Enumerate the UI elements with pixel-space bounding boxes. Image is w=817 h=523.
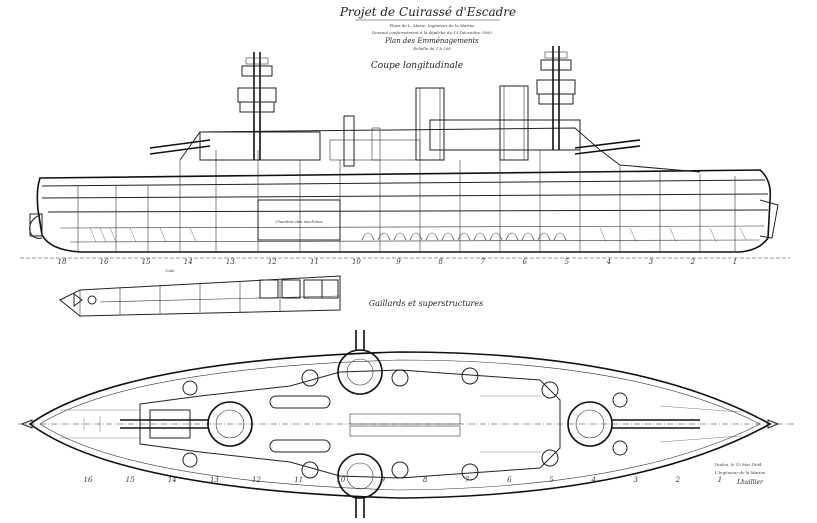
engine-room-label: Chambre des machines [275, 219, 322, 224]
turret-aft [567, 401, 613, 447]
drawing-title: Projet de Cuirassé d'Escadre [339, 5, 516, 19]
hull-outline-side [36, 169, 772, 253]
frame-top-2: 2 [690, 258, 696, 266]
longitudinal-section: Chambre des machines [20, 46, 790, 259]
deck-plan [18, 330, 795, 518]
funnel-aft [499, 85, 529, 161]
plan-name: Plan des Emménagements [384, 37, 479, 45]
frame-top-8: 8 [438, 258, 443, 266]
frame-top-18: 18 [58, 258, 67, 266]
deck-plank-lines [60, 395, 741, 453]
frame-top-15: 15 [142, 258, 151, 266]
signature-date: Toulon, le 15 Mai 1894 [715, 462, 762, 467]
hold-plan: Cale [59, 268, 341, 317]
boiler-arches [361, 232, 567, 241]
frame-top-13: 13 [226, 258, 235, 266]
frame-bottom-7: 7 [465, 476, 470, 484]
frame-bottom-9: 9 [381, 476, 386, 484]
frame-bottom-1: 1 [718, 476, 722, 484]
section-label-upper-works: Gaillards et superstructures [369, 299, 483, 308]
frame-bottom-4: 4 [590, 476, 595, 484]
frame-top-3: 3 [649, 258, 654, 266]
frame-top-12: 12 [268, 258, 277, 266]
signature-block: Toulon, le 15 Mai 1894 L'Ingénieur de la… [714, 462, 766, 486]
frame-bottom-12: 12 [252, 476, 261, 484]
hull-hatching [89, 227, 747, 243]
frame-top-11: 11 [310, 258, 319, 266]
frame-numbers-bottom: 16 15 14 13 12 11 10 9 8 7 6 5 4 3 2 1 [84, 476, 723, 484]
frame-top-1: 1 [733, 258, 737, 266]
frame-bottom-14: 14 [168, 476, 177, 484]
frame-bottom-15: 15 [126, 476, 135, 484]
frame-bottom-2: 2 [675, 476, 681, 484]
signature-title: L'Ingénieur de la Marine [714, 470, 766, 475]
frame-top-14: 14 [184, 258, 193, 266]
frame-top-10: 10 [352, 258, 361, 266]
frame-numbers-top: 18 16 15 14 13 12 11 10 9 8 7 6 5 4 3 2 1 [58, 258, 738, 266]
hull-outline-plan [28, 351, 772, 499]
frame-bottom-13: 13 [210, 476, 219, 484]
frame-bottom-8: 8 [423, 476, 428, 484]
title-line-1: Plans de L. Marie, Ingénieur de la Marin… [388, 23, 475, 28]
frame-bottom-6: 6 [507, 476, 512, 484]
frame-top-7: 7 [480, 258, 485, 266]
frame-bottom-16: 16 [84, 476, 93, 484]
hold-label: Cale [165, 268, 175, 273]
fore-mast [237, 52, 277, 160]
plan-scale: Échelle de 1 à 200 [412, 46, 451, 51]
signature-name: Lhuillier [736, 479, 764, 486]
section-label-longitudinal: Coupe longitudinale [371, 61, 463, 71]
turret-fore [207, 401, 253, 447]
turret-port-upper [337, 349, 383, 395]
aft-mast [536, 46, 576, 150]
turret-port-lower [337, 453, 383, 499]
frame-top-5: 5 [565, 258, 570, 266]
funnel-fore [415, 87, 445, 161]
frame-bottom-10: 10 [336, 476, 345, 484]
frame-top-6: 6 [522, 258, 527, 266]
frame-bottom-11: 11 [294, 476, 303, 484]
frame-top-4: 4 [606, 258, 611, 266]
frame-top-9: 9 [396, 258, 401, 266]
frame-bottom-5: 5 [549, 476, 554, 484]
title-block: Projet de Cuirassé d'Escadre Plans de L.… [339, 5, 516, 51]
title-line-2: Dessiné conformément à la dépêche du 13 … [371, 30, 492, 35]
frame-bottom-3: 3 [633, 476, 638, 484]
frame-top-16: 16 [100, 258, 109, 266]
